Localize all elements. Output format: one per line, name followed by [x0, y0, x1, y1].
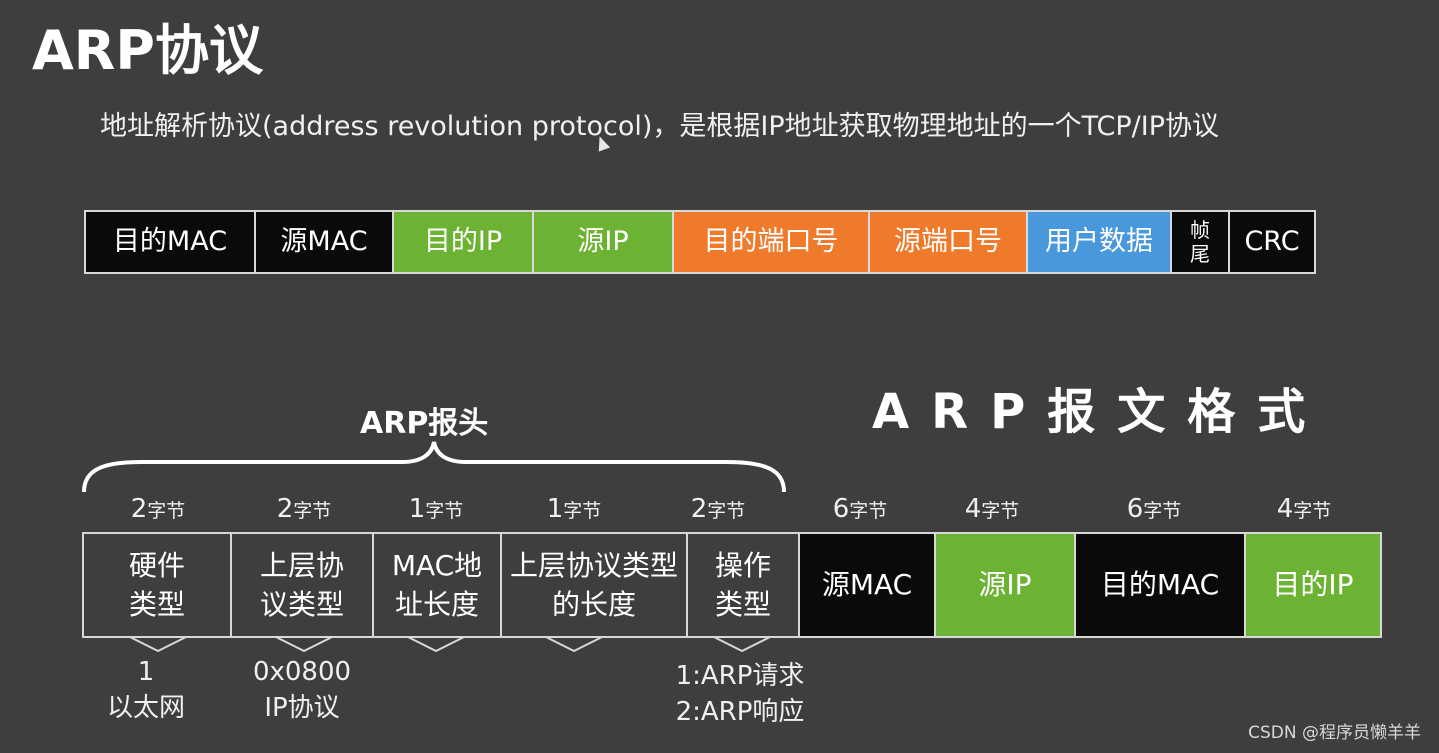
pkt-field-src-ip: 源IP — [934, 532, 1076, 638]
size-label-src-mac: 6字节 — [832, 494, 888, 524]
size-label-mac-len: 1字节 — [408, 494, 464, 524]
callout-pointer-proto-len — [545, 636, 603, 653]
pkt-field-mac-len: MAC地址长度 — [372, 532, 502, 638]
pkt-field-proto-type: 上层协议类型 — [230, 532, 374, 638]
pkt-field-proto-len: 上层协议类型的长度 — [500, 532, 688, 638]
frame-structure: 目的MAC 源MAC 目的IP 源IP 目的端口号 源端口号 用户数据 帧尾 C… — [84, 210, 1316, 274]
frame-field-src-port: 源端口号 — [868, 210, 1028, 274]
arp-format-title: ARP报文格式 — [872, 384, 1328, 440]
watermark: CSDN @程序员懒羊羊 — [1248, 723, 1421, 743]
pkt-field-hw-type: 硬件类型 — [82, 532, 232, 638]
note-proto-type: 0x0800 IP协议 — [252, 657, 352, 724]
frame-field-dest-mac: 目的MAC — [84, 210, 256, 274]
page-title: ARP协议 — [32, 19, 263, 82]
callout-pointer-mac-len — [407, 636, 465, 653]
size-label-hw-type: 2字节 — [130, 494, 186, 524]
frame-field-src-ip: 源IP — [532, 210, 674, 274]
note-op-type: 1:ARP请求 2:ARP响应 — [675, 661, 805, 728]
callout-pointer-proto-type — [275, 636, 333, 653]
callout-pointer-hw-type — [129, 636, 187, 653]
frame-field-user-data: 用户数据 — [1026, 210, 1172, 274]
size-label-src-ip: 4字节 — [964, 494, 1020, 524]
arp-packet-structure: 硬件类型 上层协议类型 MAC地址长度 上层协议类型的长度 操作类型 源MAC … — [82, 532, 1382, 638]
size-label-dest-mac: 6字节 — [1126, 494, 1182, 524]
pkt-field-dest-mac: 目的MAC — [1074, 532, 1246, 638]
arp-header-label: ARP报头 — [360, 406, 489, 441]
size-label-proto-len: 1字节 — [546, 494, 602, 524]
frame-field-crc: CRC — [1228, 210, 1316, 274]
frame-field-dest-port: 目的端口号 — [672, 210, 870, 274]
note-hw-type: 1 以太网 — [106, 657, 186, 724]
frame-field-src-mac: 源MAC — [254, 210, 394, 274]
arp-definition: 地址解析协议(address revolution protocol)，是根据I… — [100, 111, 1220, 142]
pkt-field-op-type: 操作类型 — [686, 532, 800, 638]
size-label-proto-type: 2字节 — [276, 494, 332, 524]
pkt-field-dest-ip: 目的IP — [1244, 532, 1382, 638]
size-label-op-type: 2字节 — [690, 494, 746, 524]
pkt-field-src-mac: 源MAC — [798, 532, 936, 638]
callout-pointer-op-type — [713, 636, 771, 653]
header-brace — [82, 441, 786, 493]
frame-field-trailer: 帧尾 — [1170, 210, 1230, 274]
size-label-dest-ip: 4字节 — [1276, 494, 1332, 524]
frame-field-dest-ip: 目的IP — [392, 210, 534, 274]
